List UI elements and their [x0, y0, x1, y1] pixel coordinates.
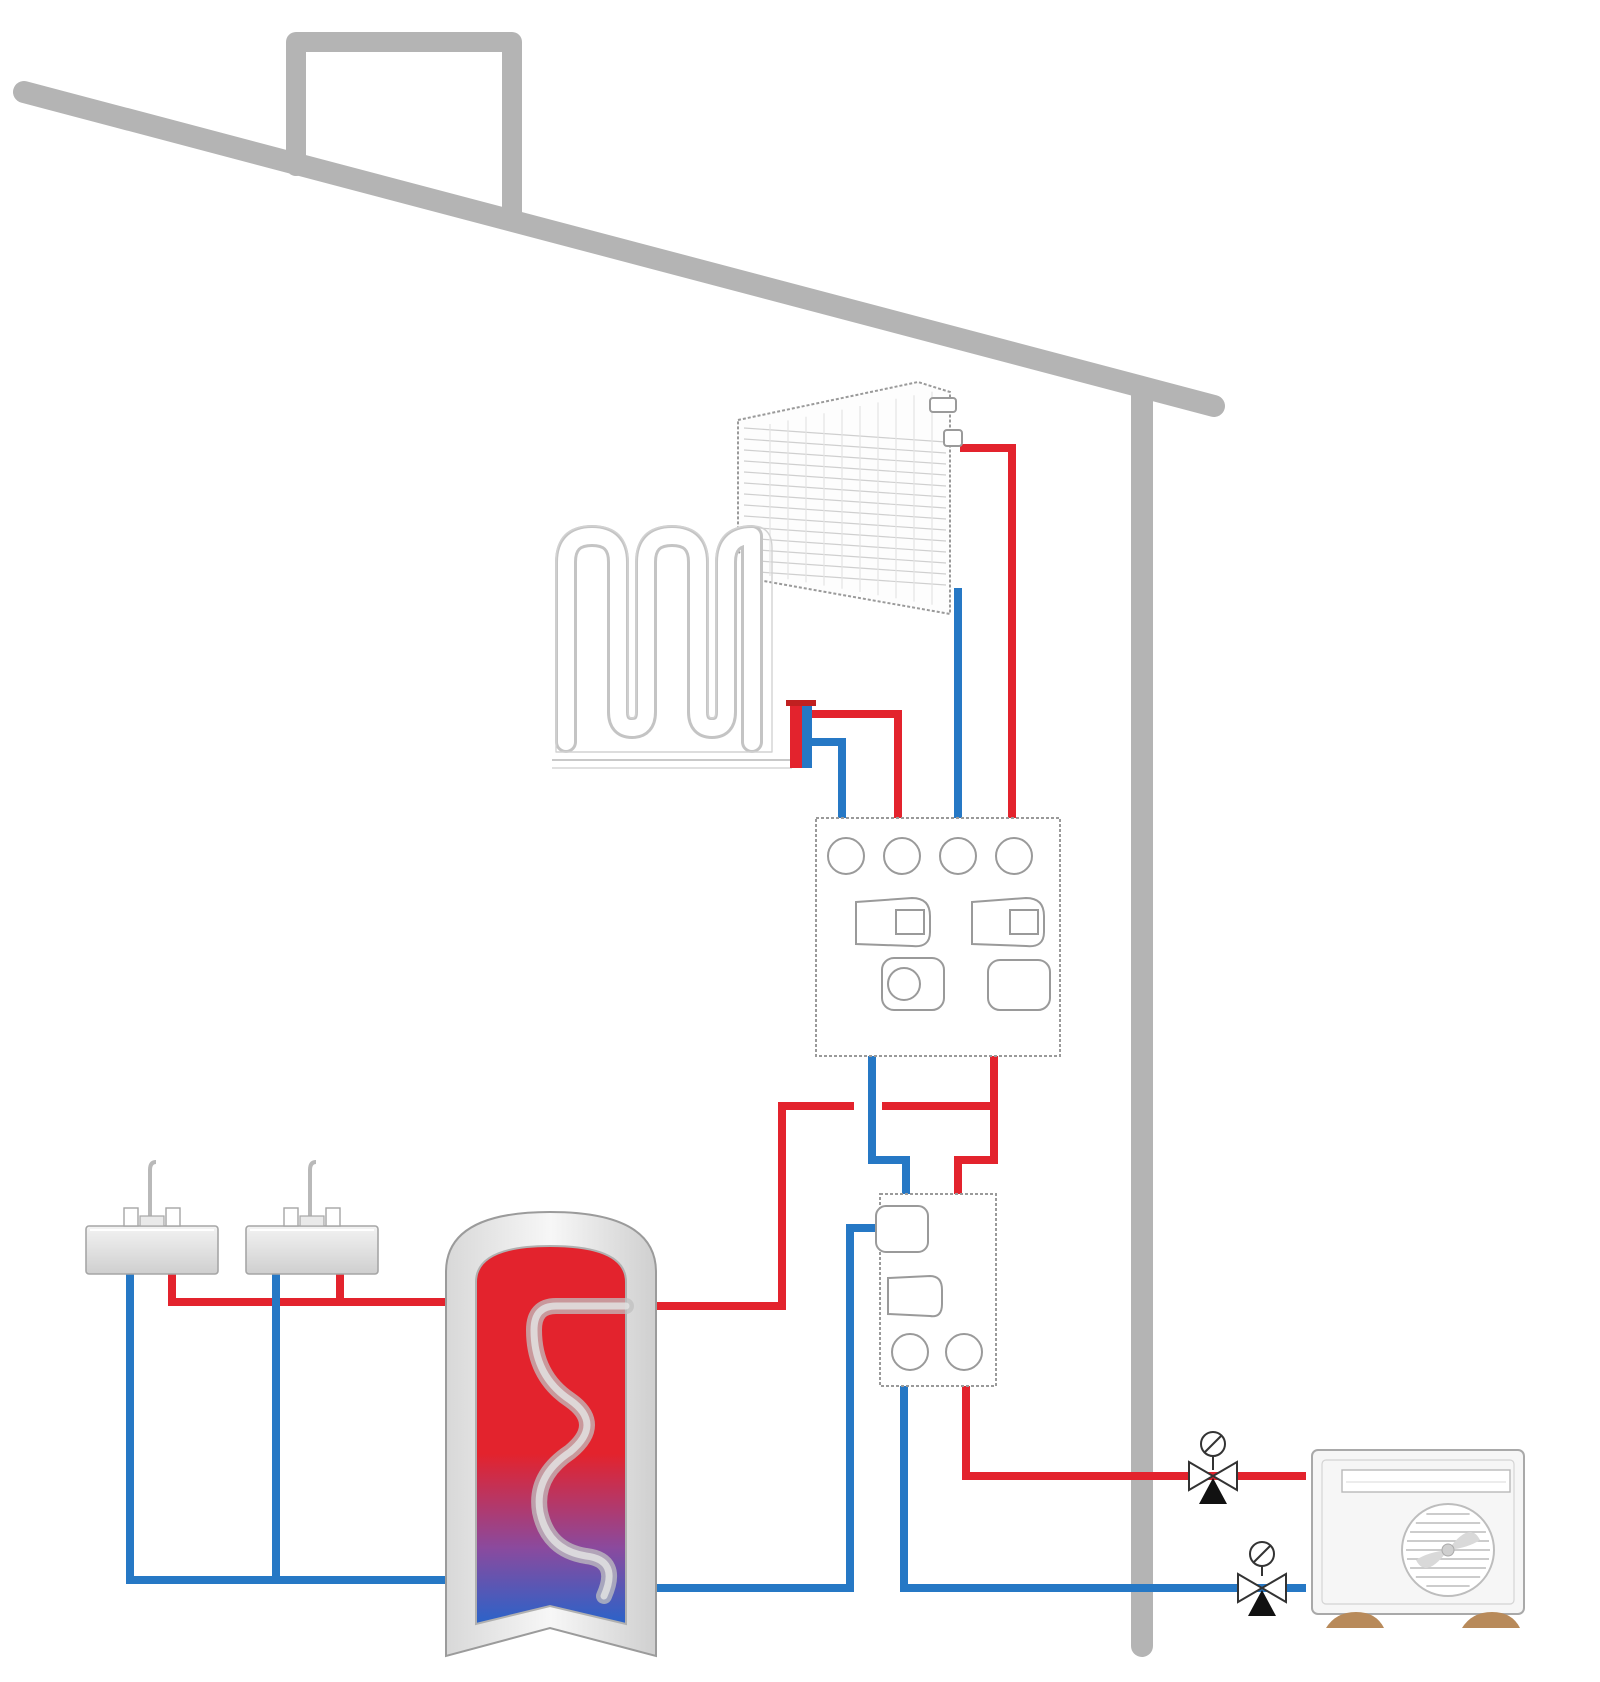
- cylinder-coil-return-pipe: [652, 1224, 878, 1592]
- building-structure: [13, 32, 1225, 1657]
- underfloor-return-pipe: [808, 738, 846, 818]
- sink-1-icon: [85, 1160, 219, 1275]
- cold-water-supply-pipe: [126, 1274, 448, 1584]
- heat-pump-return-pipe: [900, 1386, 1306, 1592]
- underfloor-heating-icon: [552, 525, 792, 769]
- hydraulic-module-lower: [875, 1193, 997, 1387]
- cylinder-coil-flow-pipe: [652, 1102, 854, 1310]
- manifold-icon: [786, 700, 816, 768]
- hot-water-tank-icon: [445, 1210, 657, 1658]
- heat-pump-unit-icon: [1311, 1449, 1525, 1628]
- roof-line: [13, 81, 1225, 417]
- manifold-return-pipe: [868, 1056, 910, 1194]
- hydraulic-module-upper: [815, 817, 1061, 1057]
- return-pipes: [126, 588, 1306, 1592]
- radiator-icon: [737, 380, 963, 616]
- radiator-flow-pipe: [960, 444, 1016, 818]
- three-way-valve-icon: [1188, 1431, 1238, 1504]
- sink-2-icon: [245, 1160, 379, 1275]
- three-way-valve-icon: [1237, 1541, 1287, 1616]
- underfloor-flow-pipe: [808, 710, 902, 818]
- manifold-supply-pipe: [882, 1056, 998, 1110]
- module-link-pipe: [954, 1106, 998, 1194]
- chimney: [286, 32, 522, 228]
- hot-water-distribution-pipe: [168, 1274, 448, 1306]
